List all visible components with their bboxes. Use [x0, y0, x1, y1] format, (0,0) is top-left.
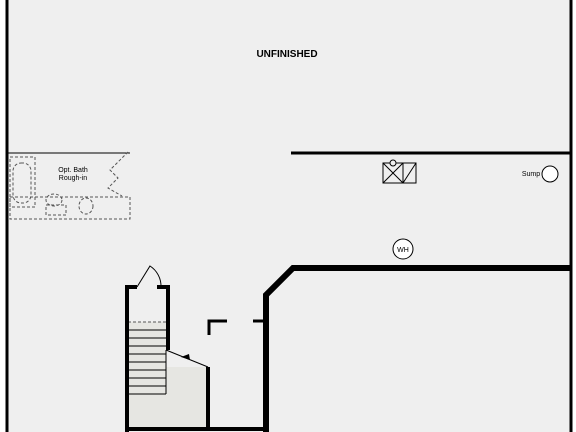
water-heater-label: WH — [397, 247, 409, 254]
partition-stub-left — [207, 319, 227, 335]
stair-walls — [125, 285, 268, 432]
sump-pit-icon — [541, 165, 559, 183]
optional-bath-rough-in — [9, 151, 131, 220]
stair-door-swing — [136, 265, 162, 288]
sump-label: Sump — [522, 171, 540, 178]
water-heater-icon — [392, 238, 414, 260]
room-title-unfinished: UNFINISHED — [256, 49, 317, 60]
foundation-step-wall — [263, 265, 571, 432]
bath-label-line2: Rough-in — [59, 175, 88, 182]
furnace-icon — [382, 159, 417, 184]
exterior-walls — [5, 0, 573, 432]
bath-label-line1: Opt. Bath — [58, 167, 88, 174]
stairwell — [128, 321, 209, 427]
